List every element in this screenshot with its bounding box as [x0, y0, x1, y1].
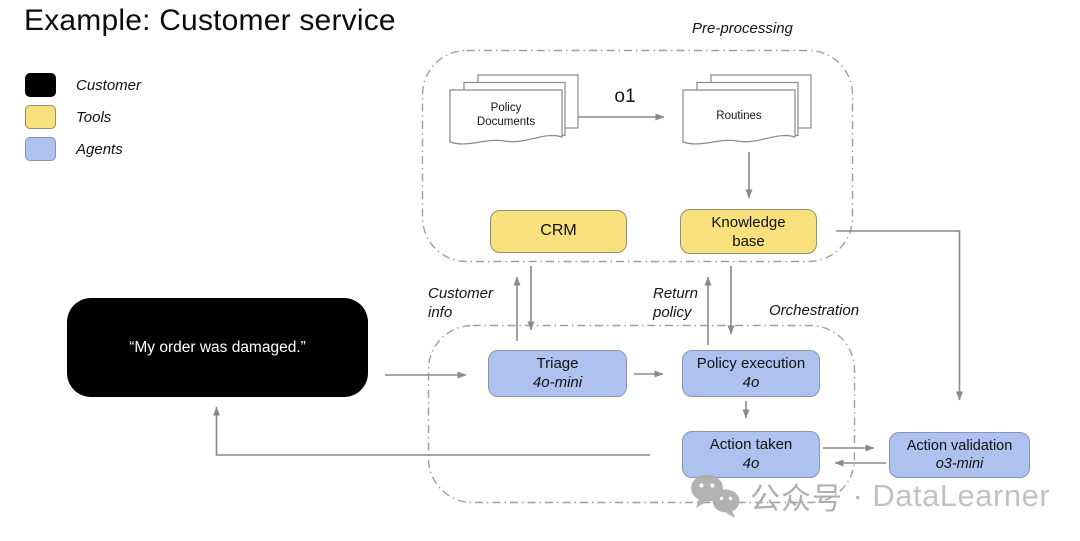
customer-message-box: “My order was damaged.”: [67, 298, 368, 397]
legend-row-tools: Tools: [25, 105, 141, 129]
triage-node-label: Triage: [536, 354, 579, 372]
legend-label-agents: Agents: [76, 140, 123, 158]
preprocessing-label: Pre-processing: [692, 20, 793, 37]
knowledge-base-node-label: Knowledge base: [711, 213, 786, 250]
action-validation-node-model: o3-mini: [935, 456, 984, 472]
preprocessing-container: [421, 49, 854, 263]
edge-knowledgebase-to-actionvalidation: [836, 230, 963, 401]
tools-color-swatch: [25, 105, 56, 129]
action-validation-node: Action validation o3-mini: [889, 432, 1030, 478]
policy-execution-node-model: 4o: [742, 373, 760, 391]
edge-actiontaken-to-customer-return: [213, 406, 650, 456]
legend-row-agents: Agents: [25, 137, 141, 161]
routines-label: Routines: [716, 110, 762, 122]
orchestration-container: [427, 324, 856, 504]
policy-documents-label: Policy Documents: [476, 102, 536, 128]
wechat-icon: [691, 474, 740, 518]
o1-model-label: o1: [614, 86, 636, 107]
triage-node-model: 4o-mini: [532, 373, 583, 391]
watermark-platform: 公众号: [750, 483, 843, 516]
watermark-separator: ·: [853, 480, 863, 511]
crm-node: CRM: [490, 210, 627, 253]
customer-color-swatch: [25, 73, 56, 97]
customer-info-label: Customer info: [428, 285, 494, 321]
crm-node-label: CRM: [540, 222, 577, 240]
legend: Customer Tools Agents: [25, 73, 141, 169]
orchestration-label: Orchestration: [769, 302, 860, 319]
policy-execution-node-label: Policy execution: [696, 354, 806, 372]
customer-message-text: “My order was damaged.”: [129, 338, 306, 356]
watermark-brand: DataLearner: [872, 478, 1051, 513]
policy-execution-node: Policy execution 4o: [682, 350, 820, 397]
triage-node: Triage 4o-mini: [488, 350, 627, 397]
knowledge-base-node: Knowledge base: [680, 209, 817, 254]
legend-label-customer: Customer: [76, 76, 142, 94]
action-taken-node: Action taken 4o: [682, 431, 820, 478]
legend-row-customer: Customer: [25, 73, 141, 97]
action-taken-node-label: Action taken: [709, 435, 793, 453]
agents-color-swatch: [25, 137, 56, 161]
watermark: 公众号 · DataLearner: [690, 473, 1050, 519]
action-taken-node-model: 4o: [742, 454, 760, 472]
action-validation-node-label: Action validation: [906, 437, 1013, 454]
return-policy-label: Return policy: [653, 285, 699, 321]
page-title: Example: Customer service: [24, 4, 396, 37]
legend-label-tools: Tools: [76, 108, 112, 126]
policy-documents-icon: [449, 74, 579, 145]
routines-icon: [682, 74, 812, 145]
